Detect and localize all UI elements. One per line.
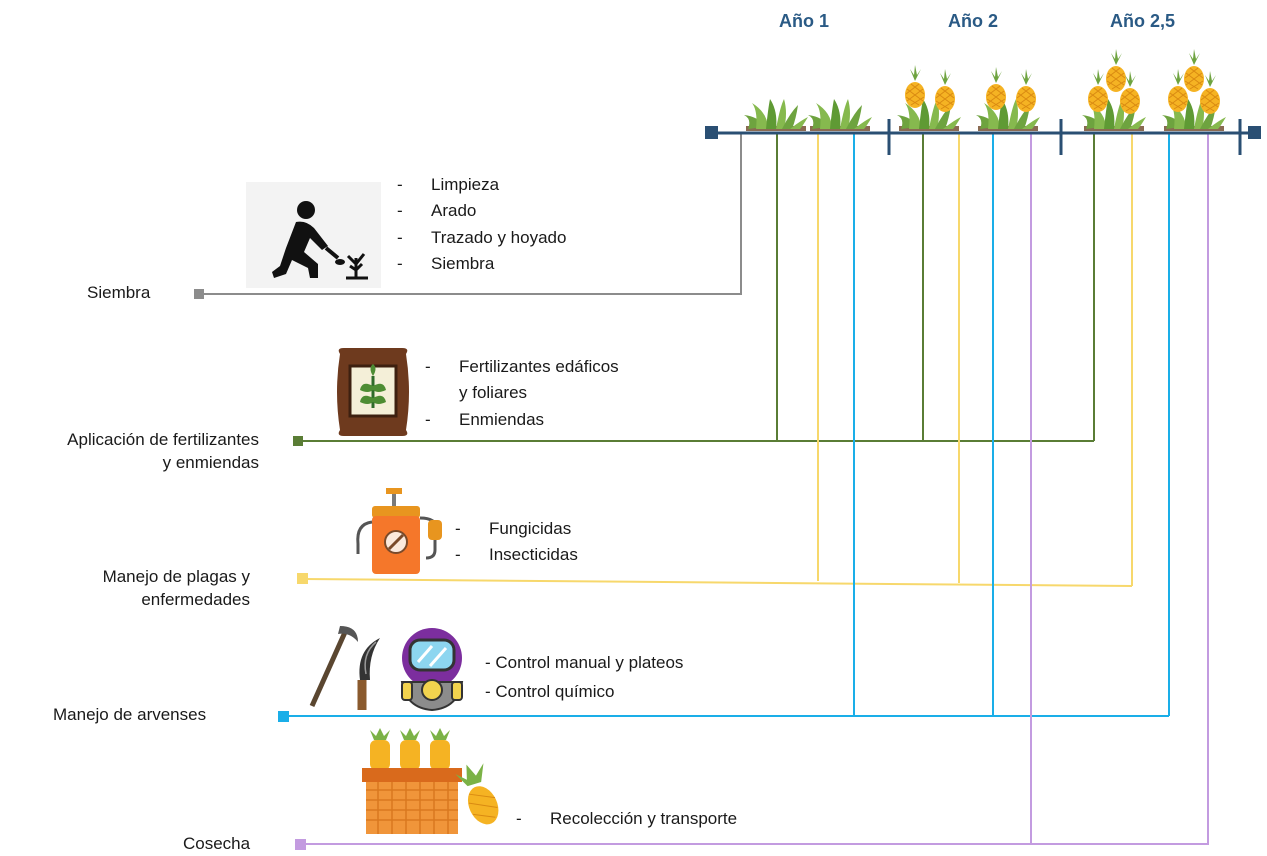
stage-label-line: Manejo de plagas y — [102, 567, 250, 586]
mature-pineapple-plant-icon — [1082, 48, 1146, 131]
activities-plagas: Fungicidas Insecticidas — [455, 516, 578, 569]
activity-item: Trazado y hoyado — [397, 225, 566, 252]
fertilizer-bag-icon — [334, 346, 412, 438]
stage-label-cosecha: Cosecha — [183, 833, 250, 856]
activity-item: Siembra — [397, 251, 566, 278]
activity-item: Recolección y transporte — [516, 806, 737, 833]
young-pineapple-plant-icon — [808, 99, 872, 131]
young-pineapple-plant-icon — [744, 99, 808, 131]
activity-item: Enmiendas — [425, 407, 619, 434]
activities-cosecha: Recolección y transporte — [516, 806, 737, 833]
stage-label-fertilizantes: Aplicación de fertilizantes y enmiendas — [67, 429, 259, 475]
kneeling-planter-icon — [246, 182, 381, 288]
stage-label-line: Cosecha — [183, 834, 251, 853]
stage-label-line: Manejo de arvenses — [53, 705, 207, 724]
backpack-sprayer-icon — [352, 488, 444, 576]
siembra-connector — [200, 133, 742, 295]
cosecha-marker — [295, 839, 306, 850]
fruiting-pineapple-plant-icon — [976, 66, 1040, 131]
plagas-connector — [302, 578, 1133, 587]
stage-label-siembra: Siembra — [87, 282, 150, 305]
plagas-marker — [297, 573, 308, 584]
activity-item: Arado — [397, 198, 566, 225]
activity-item: Limpieza — [397, 172, 566, 199]
activity-item: Insecticidas — [455, 542, 578, 569]
year-1-label: Año 1 — [779, 11, 830, 31]
activity-item: Fungicidas — [455, 516, 578, 543]
timeline-start-marker — [705, 126, 718, 139]
timeline-end-marker — [1248, 126, 1261, 139]
stage-label-line: y enmiendas — [162, 452, 259, 472]
sickle-and-gas-mask-icon — [306, 622, 478, 714]
stage-label-plagas: Manejo de plagas y enfermedades — [103, 566, 250, 612]
cosecha-connector — [300, 133, 1209, 845]
fertilizantes-marker — [293, 436, 303, 446]
fruiting-pineapple-plant-icon — [897, 64, 961, 131]
activity-item: - Control manual y plateos — [485, 653, 684, 672]
activities-siembra: Limpieza Arado Trazado y hoyado Siembra — [397, 172, 566, 278]
year-2-label: Año 2 — [948, 11, 999, 31]
stage-label-line: Siembra — [87, 283, 151, 302]
siembra-marker — [194, 289, 204, 299]
activity-item: y foliares — [459, 383, 528, 403]
stage-label-arvenses: Manejo de arvenses — [53, 704, 206, 727]
activity-item: - Control químico — [485, 681, 615, 701]
activities-fertilizantes: Fertilizantes edáficos y foliares Enmien… — [425, 354, 619, 433]
stage-label-line: enfermedades — [141, 589, 250, 609]
year-2-5-label: Año 2,5 — [1110, 11, 1176, 31]
pineapple-basket-icon — [362, 728, 512, 838]
activity-item: Fertilizantes edáficos — [425, 354, 619, 381]
activities-arvenses: - Control manual y plateos - Control quí… — [485, 649, 683, 707]
arvenses-marker — [278, 711, 289, 722]
stage-label-line: Aplicación de fertilizantes — [67, 430, 259, 449]
mature-pineapple-plant-icon — [1162, 48, 1226, 131]
